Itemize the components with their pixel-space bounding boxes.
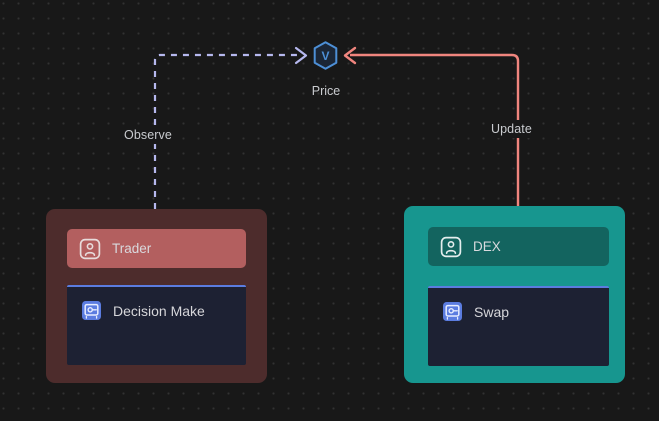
- node-price[interactable]: V: [310, 40, 341, 71]
- edge-label-observe: Observe: [119, 126, 177, 144]
- group-trader-header[interactable]: Trader: [67, 229, 246, 268]
- node-swap[interactable]: Swap: [428, 286, 609, 366]
- node-decision-make[interactable]: Decision Make: [67, 285, 246, 365]
- node-swap-label: Swap: [474, 303, 510, 320]
- hexagon-vault-icon: V: [313, 41, 338, 70]
- safe-vault-icon: [82, 301, 101, 320]
- safe-vault-icon: [443, 302, 462, 321]
- edge-label-update: Update: [486, 120, 537, 138]
- group-trader[interactable]: Trader Decision Make: [46, 209, 267, 383]
- edge-update-arrowhead: [343, 46, 357, 65]
- hexagon-badge-letter: V: [321, 49, 329, 63]
- node-decision-make-label: Decision Make: [113, 302, 205, 319]
- user-square-icon: [440, 236, 462, 257]
- node-price-label: Price: [311, 84, 341, 98]
- user-square-icon: [79, 238, 101, 259]
- group-dex-title: DEX: [473, 239, 501, 254]
- group-dex-header[interactable]: DEX: [428, 227, 609, 266]
- group-trader-title: Trader: [112, 241, 152, 256]
- edge-observe-arrowhead: [294, 46, 308, 65]
- group-dex[interactable]: DEX Swap: [404, 206, 625, 383]
